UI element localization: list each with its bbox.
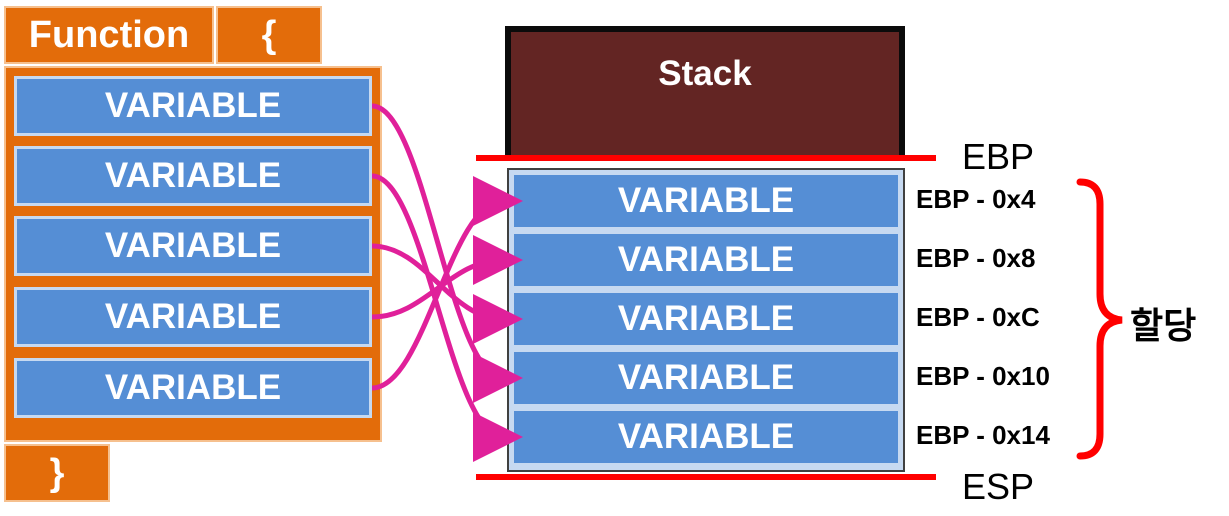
- function-variable-label: VARIABLE: [104, 86, 282, 125]
- stack-variable-label: VARIABLE: [617, 417, 795, 456]
- offset-label: EBP - 0xC: [916, 302, 1040, 332]
- function-variable: VARIABLE: [14, 146, 372, 206]
- function-variable-label: VARIABLE: [104, 226, 282, 265]
- stack-variable-label: VARIABLE: [617, 358, 795, 397]
- function-keyword: Function: [4, 6, 214, 64]
- offset-label: EBP - 0x14: [916, 420, 1050, 450]
- open-brace-text: {: [261, 13, 277, 56]
- function-keyword-text: Function: [28, 13, 190, 56]
- mapping-arrow: [371, 173, 523, 462]
- stack-title: Stack: [658, 54, 752, 93]
- stack-variable: VARIABLE: [511, 349, 901, 407]
- esp-line: [476, 474, 936, 480]
- stack-variable: VARIABLE: [511, 231, 901, 289]
- ebp-label: EBP: [962, 136, 1035, 177]
- esp-label: ESP: [962, 466, 1035, 507]
- offset-label: EBP - 0x4: [916, 184, 1036, 214]
- offset-label: EBP - 0x8: [916, 243, 1036, 273]
- open-brace: {: [216, 6, 322, 64]
- function-variable-label: VARIABLE: [104, 156, 282, 195]
- stack-header: Stack: [505, 26, 905, 158]
- mapping-arrow: [371, 243, 523, 344]
- ebp-line: [476, 155, 936, 161]
- stack-variable: VARIABLE: [511, 290, 901, 348]
- stack-variable-label: VARIABLE: [617, 299, 795, 338]
- allocation-brace: [1076, 178, 1123, 460]
- stack-variable: VARIABLE: [511, 408, 901, 466]
- mapping-arrow: [371, 176, 523, 391]
- stack-variable: VARIABLE: [511, 172, 901, 230]
- function-variable: VARIABLE: [14, 287, 372, 347]
- function-variable: VARIABLE: [14, 358, 372, 418]
- function-variable-label: VARIABLE: [104, 297, 282, 336]
- function-variable: VARIABLE: [14, 216, 372, 276]
- close-brace: }: [4, 444, 110, 502]
- stack-variable-label: VARIABLE: [617, 181, 795, 220]
- function-variable: VARIABLE: [14, 76, 372, 136]
- stack-variable-label: VARIABLE: [617, 240, 795, 279]
- function-variable-label: VARIABLE: [104, 368, 282, 407]
- allocation-label: 할당: [1130, 305, 1197, 346]
- mapping-arrow: [371, 103, 523, 403]
- offset-label: EBP - 0x10: [916, 361, 1050, 391]
- close-brace-text: }: [49, 451, 65, 494]
